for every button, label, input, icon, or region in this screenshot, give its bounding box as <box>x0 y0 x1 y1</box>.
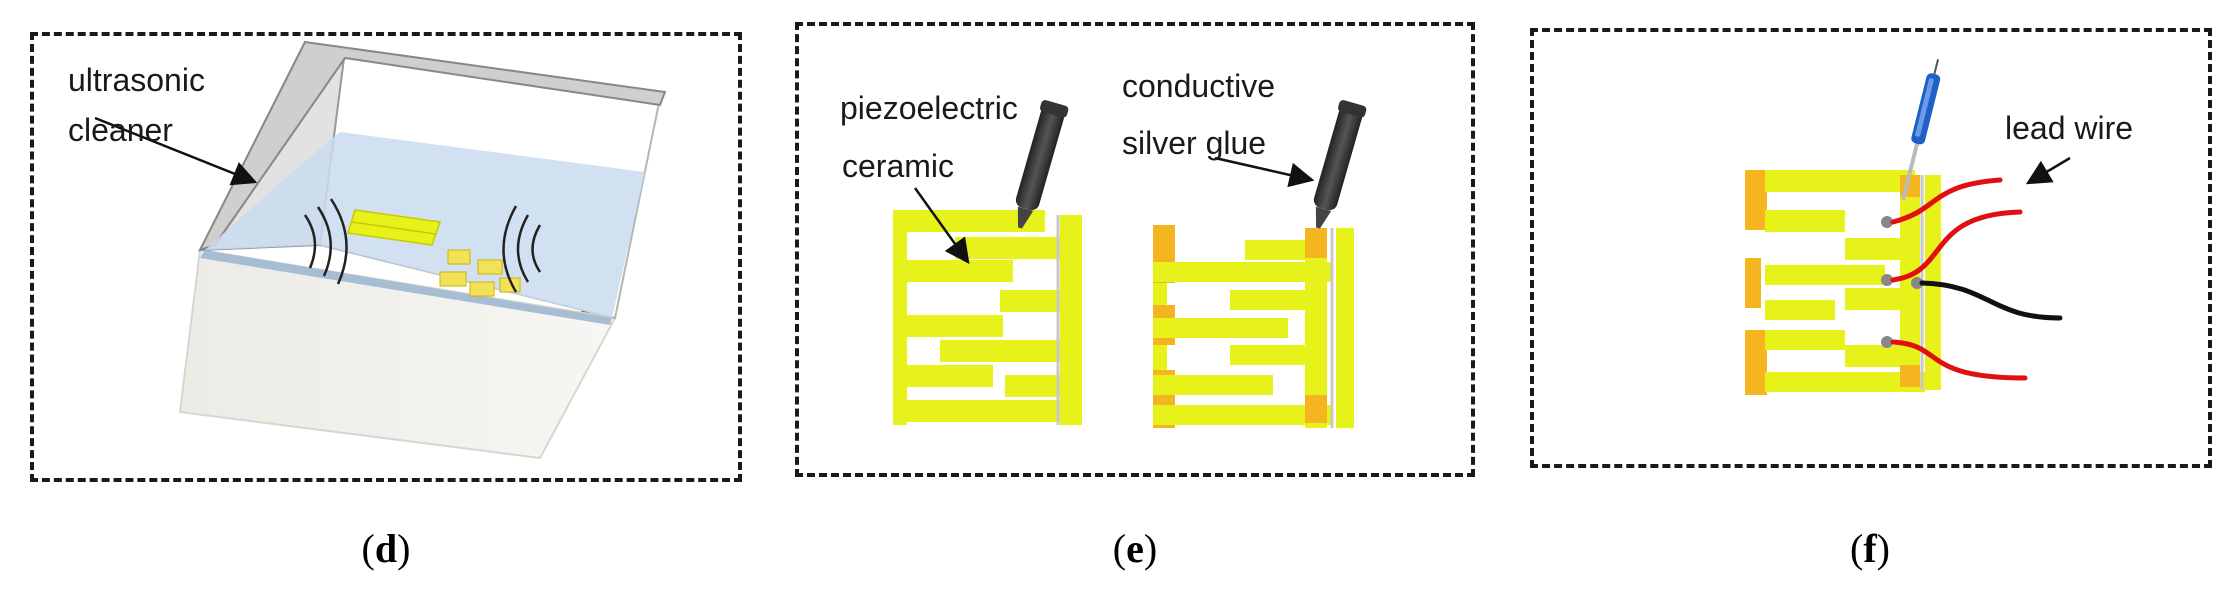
ceramic-electrode-left <box>893 210 1082 425</box>
caption-d: (d) <box>361 526 411 571</box>
panel-f-frame <box>1530 28 2212 468</box>
ceramic-piece <box>469 281 495 297</box>
silver-glue-pointer <box>1214 156 1315 188</box>
lead-wires <box>1890 177 2063 381</box>
solder-joint <box>1881 216 1893 228</box>
label-lead-wire: lead wire <box>2005 110 2134 146</box>
ceramic-piece <box>477 259 503 275</box>
solder-joint <box>1881 336 1893 348</box>
panel-d-frame <box>30 32 742 482</box>
ceramic-electrode-right <box>1153 225 1354 428</box>
label-ultrasonic-line2: cleaner <box>68 112 173 148</box>
lead-wire-pointer <box>2025 156 2071 185</box>
glue-pen-icon <box>1313 100 1367 229</box>
label-conductive-line1: conductive <box>1122 68 1275 104</box>
label-conductive-line2: silver glue <box>1122 125 1267 161</box>
sound-wave-icon <box>303 198 348 285</box>
solder-joint <box>1911 277 1923 289</box>
water-edge <box>200 250 612 325</box>
label-piezoelectric-line2: ceramic <box>842 148 955 184</box>
ultrasonic-cleaner-illustration <box>94 40 667 460</box>
soldering-iron-icon <box>1901 59 1941 201</box>
ultrasonic-cleaner-pointer <box>94 116 258 186</box>
ceramic-piece <box>439 271 467 287</box>
glue-pen-icon <box>1015 100 1069 229</box>
panel-e-frame <box>795 22 1475 477</box>
label-ultrasonic-line1: ultrasonic <box>68 62 205 98</box>
label-piezoelectric-line1: piezoelectric <box>840 90 1018 126</box>
sound-wave-icon <box>502 205 542 293</box>
caption-e: (e) <box>1112 526 1158 571</box>
caption-f: (f) <box>1850 526 1890 571</box>
piezoelectric-ceramic-pointer <box>913 187 970 265</box>
tank-rim <box>198 40 667 252</box>
solder-joint <box>1881 274 1893 286</box>
ceramic-piece <box>447 249 471 265</box>
